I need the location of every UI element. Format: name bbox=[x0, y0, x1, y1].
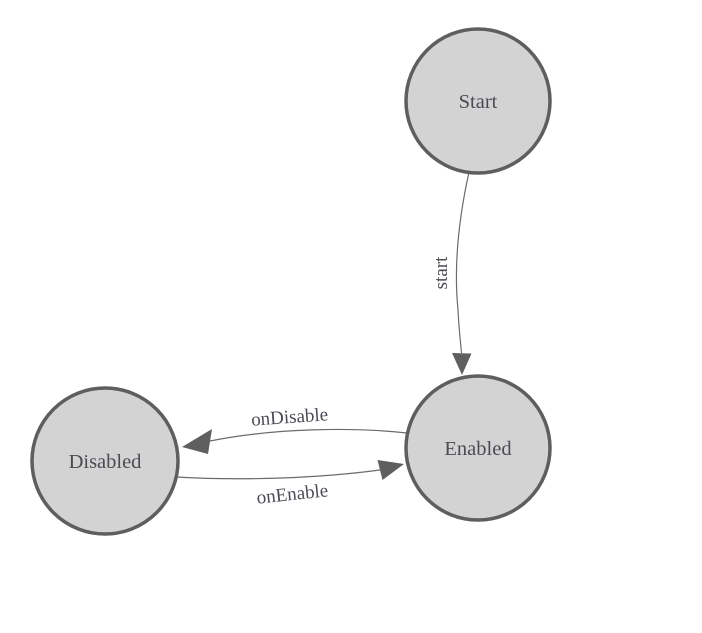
edge-line-disabled-to-enabled bbox=[175, 469, 381, 480]
edge-label-start: start bbox=[431, 256, 452, 289]
node-circle-disabled bbox=[30, 386, 180, 536]
node-disabled: Disabled bbox=[30, 386, 180, 536]
edge-line-start-to-enabled bbox=[455, 171, 470, 354]
arrowhead-disabled-to-enabled bbox=[377, 460, 404, 480]
edge-enabled-to-disabled: onDisable bbox=[182, 404, 408, 454]
node-circle-start bbox=[404, 27, 552, 175]
node-label-enabled: Enabled bbox=[444, 438, 511, 460]
node-label-start: Start bbox=[459, 91, 498, 113]
edge-label-onDisable: onDisable bbox=[250, 404, 328, 430]
edge-line-enabled-to-disabled bbox=[209, 428, 408, 442]
node-label-disabled: Disabled bbox=[69, 451, 142, 473]
arrowhead-enabled-to-disabled bbox=[182, 429, 212, 454]
edge-start-to-enabled: start bbox=[431, 171, 472, 375]
node-enabled: Enabled bbox=[404, 374, 552, 522]
node-circle-enabled bbox=[404, 374, 552, 522]
arrowhead-start-to-enabled bbox=[452, 353, 472, 375]
edge-disabled-to-enabled: onEnable bbox=[175, 460, 404, 509]
edge-label-onEnable: onEnable bbox=[256, 480, 330, 508]
node-start: Start bbox=[404, 27, 552, 175]
